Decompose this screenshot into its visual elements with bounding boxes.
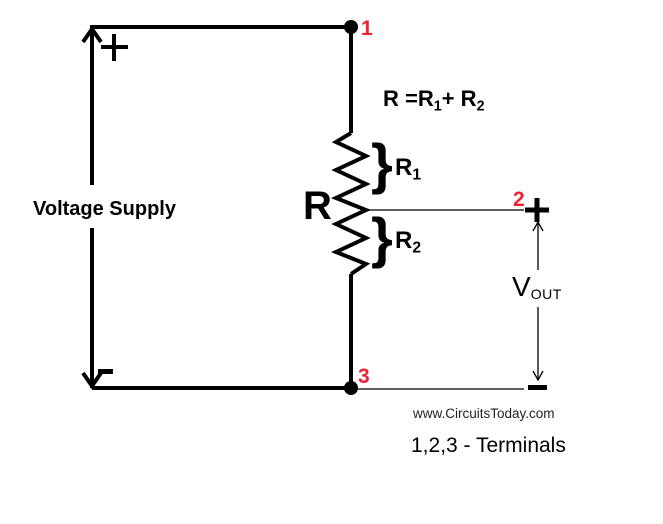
supply-plus-icon — [101, 34, 128, 61]
equation-r1-base: R — [417, 86, 434, 111]
equation-operator: + — [441, 86, 461, 111]
terminal-2-label: 2 — [513, 188, 525, 211]
r1-sub: 1 — [412, 166, 422, 184]
watermark: www.CircuitsToday.com — [413, 406, 555, 421]
vout-sub: OUT — [530, 286, 562, 303]
resistor-zigzag — [330, 131, 372, 276]
vout-arrow-down-icon — [532, 370, 544, 382]
terminal-1-label: 1 — [361, 17, 373, 40]
terminal-3-label: 3 — [358, 365, 370, 388]
r2-base: R — [395, 227, 413, 254]
equation-r2-base: R — [460, 86, 477, 111]
resistance-equation: R =R1+ R2 — [383, 88, 485, 114]
equation-r2-sub: 2 — [476, 98, 485, 115]
vout-minus-icon — [528, 385, 547, 390]
terminal-3-dot — [344, 381, 358, 395]
supply-arrow-up-icon — [81, 25, 103, 44]
r2-sub: 2 — [412, 239, 422, 257]
r1-label: R1 — [395, 156, 421, 183]
voltage-supply-label: Voltage Supply — [33, 198, 176, 220]
terminal-2-plus-icon — [525, 198, 549, 222]
r2-label: R2 — [395, 229, 421, 256]
vout-base: V — [512, 271, 531, 302]
equation-lhs: R = — [383, 86, 418, 111]
supply-minus-icon — [98, 369, 113, 374]
equation-r1-sub: 1 — [433, 98, 442, 115]
vout-label: VOUT — [512, 271, 562, 303]
r1-base: R — [395, 154, 413, 181]
r1-brace-icon: } — [371, 132, 393, 195]
r2-brace-icon: } — [371, 206, 393, 269]
terminal-1-dot — [344, 20, 358, 34]
terminals-note: 1,2,3 - Terminals — [411, 434, 566, 457]
vout-arrow — [532, 220, 544, 382]
resistor-label: R — [303, 184, 332, 228]
